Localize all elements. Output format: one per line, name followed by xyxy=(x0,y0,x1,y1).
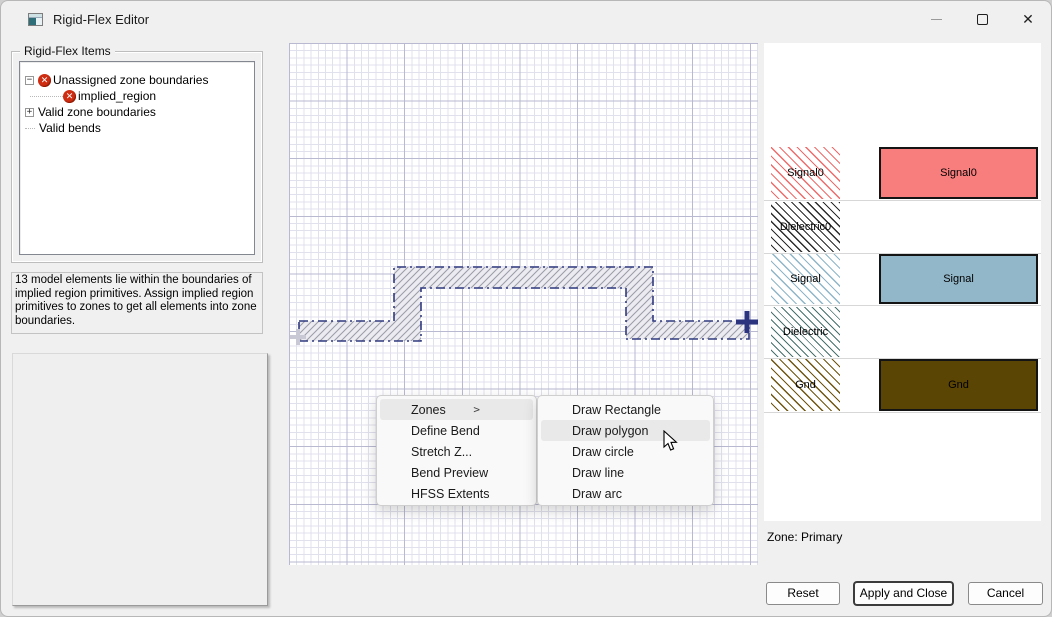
menu-item-draw-line[interactable]: Draw line xyxy=(541,462,710,483)
menu-item-label: Define Bend xyxy=(411,424,480,438)
layer-hatch-signal[interactable]: Signal xyxy=(771,254,840,304)
titlebar: Rigid-Flex Editor ✕ xyxy=(1,1,1051,37)
layer-separator xyxy=(764,412,1041,413)
layer-stackup-panel: Signal0 Signal0 Dielectric0 Signal Signa… xyxy=(764,43,1041,521)
tree-item-label: implied_region xyxy=(78,89,156,103)
menu-item-draw-circle[interactable]: Draw circle xyxy=(541,441,710,462)
collapse-icon[interactable]: − xyxy=(25,76,34,85)
reset-button[interactable]: Reset xyxy=(766,582,840,605)
detail-panel xyxy=(12,353,268,606)
cancel-button[interactable]: Cancel xyxy=(968,582,1043,605)
menu-item-hfss-extents[interactable]: HFSS Extents xyxy=(380,483,533,504)
menu-item-label: Draw polygon xyxy=(572,424,648,438)
layer-hatch-signal0[interactable]: Signal0 xyxy=(771,147,840,199)
layer-hatch-gnd[interactable]: Gnd xyxy=(771,359,840,411)
close-button[interactable]: ✕ xyxy=(1005,1,1051,37)
menu-item-label: Draw line xyxy=(572,466,624,480)
zone-label: Zone: Primary xyxy=(767,530,842,544)
tree-item-label: Valid bends xyxy=(39,121,101,135)
zones-submenu: Draw Rectangle Draw polygon Draw circle … xyxy=(537,395,714,506)
layer-label: Dielectric xyxy=(783,326,828,338)
menu-item-label: Zones xyxy=(411,403,446,417)
layer-label: Gnd xyxy=(795,379,816,391)
zone-boundary-outline[interactable] xyxy=(299,267,749,341)
tree-connector xyxy=(25,128,35,129)
tree-item-implied-region[interactable]: ✕ implied_region xyxy=(25,88,156,104)
layer-zone-gnd[interactable]: Gnd xyxy=(879,359,1038,411)
mouse-cursor-icon xyxy=(663,430,679,457)
minimize-button[interactable] xyxy=(913,1,959,37)
menu-item-label: Stretch Z... xyxy=(411,445,472,459)
menu-item-zones[interactable]: Zones > xyxy=(380,399,533,420)
layer-separator xyxy=(764,305,1041,306)
maximize-icon xyxy=(977,14,988,25)
menu-item-bend-preview[interactable]: Bend Preview xyxy=(380,462,533,483)
app-icon xyxy=(28,13,43,26)
menu-item-label: Draw Rectangle xyxy=(572,403,661,417)
layer-label: Signal xyxy=(943,273,974,285)
layer-label: Gnd xyxy=(948,379,969,391)
close-icon: ✕ xyxy=(1022,12,1034,26)
tree-item-label: Unassigned zone boundaries xyxy=(53,73,208,87)
tree-item-label: Valid zone boundaries xyxy=(38,105,156,119)
layer-label: Signal xyxy=(790,273,821,285)
error-icon: ✕ xyxy=(63,90,76,103)
window-title: Rigid-Flex Editor xyxy=(53,12,149,27)
layer-label: Dielectric0 xyxy=(780,221,831,233)
groupbox-title: Rigid-Flex Items xyxy=(20,44,115,58)
context-menu: Zones > Define Bend Stretch Z... Bend Pr… xyxy=(376,395,537,506)
menu-item-stretch-z[interactable]: Stretch Z... xyxy=(380,441,533,462)
layer-zone-signal0[interactable]: Signal0 xyxy=(879,147,1038,199)
layer-hatch-dielectric[interactable]: Dielectric xyxy=(771,307,840,357)
maximize-button[interactable] xyxy=(959,1,1005,37)
menu-item-label: HFSS Extents xyxy=(411,487,490,501)
tree-item-unassigned-zone-boundaries[interactable]: − ✕ Unassigned zone boundaries xyxy=(25,72,208,88)
layer-label: Signal0 xyxy=(940,167,977,179)
menu-item-label: Bend Preview xyxy=(411,466,488,480)
tree-item-valid-zone-boundaries[interactable]: + Valid zone boundaries xyxy=(25,104,156,120)
menu-item-draw-rectangle[interactable]: Draw Rectangle xyxy=(541,399,710,420)
submenu-arrow-icon: > xyxy=(473,403,480,416)
menu-item-define-bend[interactable]: Define Bend xyxy=(380,420,533,441)
tree-connector xyxy=(30,96,63,97)
apply-and-close-button[interactable]: Apply and Close xyxy=(854,582,953,605)
menu-item-label: Draw arc xyxy=(572,487,622,501)
menu-item-draw-polygon[interactable]: Draw polygon xyxy=(541,420,710,441)
minimize-icon xyxy=(931,19,942,20)
menu-item-label: Draw circle xyxy=(572,445,634,459)
rigid-flex-items-tree[interactable]: − ✕ Unassigned zone boundaries ✕ implied… xyxy=(19,61,255,255)
tree-item-valid-bends[interactable]: Valid bends xyxy=(25,120,101,136)
layer-hatch-dielectric0[interactable]: Dielectric0 xyxy=(771,202,840,252)
error-icon: ✕ xyxy=(38,74,51,87)
layer-label: Signal0 xyxy=(787,167,824,179)
layer-zone-signal[interactable]: Signal xyxy=(879,254,1038,304)
expand-icon[interactable]: + xyxy=(25,108,34,117)
rigid-flex-items-groupbox: Rigid-Flex Items − ✕ Unassigned zone bou… xyxy=(11,51,263,263)
menu-item-draw-arc[interactable]: Draw arc xyxy=(541,483,710,504)
warning-message: 13 model elements lie within the boundar… xyxy=(11,272,263,334)
layer-separator xyxy=(764,200,1041,201)
